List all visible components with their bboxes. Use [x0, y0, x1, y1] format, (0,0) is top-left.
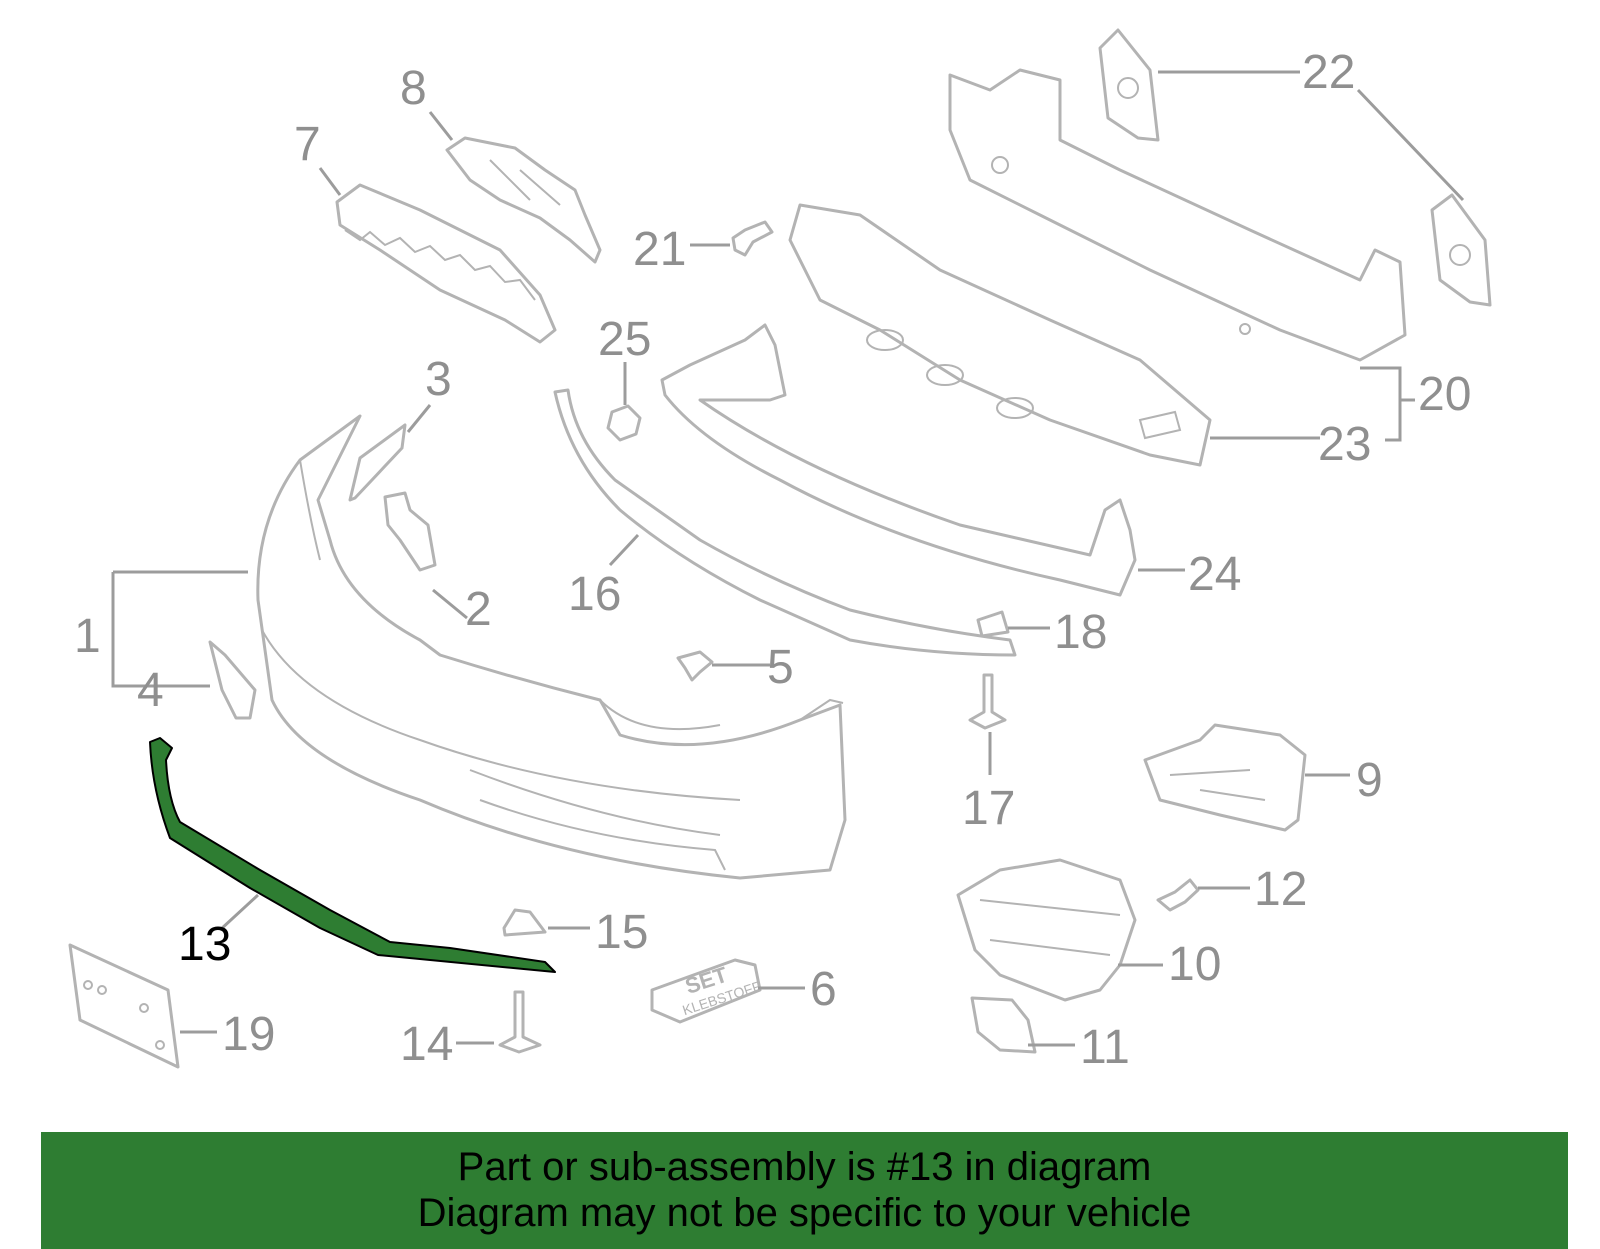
part-20-bumper-beam [948, 68, 1407, 362]
callout-22: 22 [1302, 46, 1355, 99]
part-10-grille-bracket [956, 858, 1137, 1002]
callout-4: 4 [137, 664, 164, 717]
part-9-bezel [1143, 723, 1307, 832]
part-14-pin [498, 990, 542, 1054]
callout-19: 19 [222, 1008, 275, 1061]
callout-15: 15 [595, 906, 648, 959]
part-11-cap [970, 996, 1037, 1054]
callout-11: 11 [1080, 1021, 1130, 1074]
part-3-side-bracket [348, 423, 407, 502]
banner-line-1: Part or sub-assembly is #13 in diagram [457, 1145, 1152, 1189]
callout-3: 3 [425, 353, 452, 406]
callout-23: 23 [1318, 418, 1371, 471]
part-1-bumper-cover [256, 414, 847, 880]
callout-13: 13 [178, 918, 231, 971]
leader-lines [111, 70, 1465, 1047]
part-17-pin [968, 673, 1007, 730]
part-16-upper-trim [553, 388, 1017, 657]
callout-7: 7 [294, 118, 321, 171]
callout-24: 24 [1188, 548, 1241, 601]
callout-20: 20 [1418, 368, 1471, 421]
part-15-clip [502, 908, 547, 937]
part-7-absorber [335, 183, 557, 344]
callout-14: 14 [400, 1018, 453, 1071]
callout-10: 10 [1168, 938, 1221, 991]
callout-labels: 1 2 3 4 5 6 7 8 9 10 11 12 13 14 15 16 1… [74, 46, 1471, 1074]
part-8-bracket [445, 136, 602, 264]
part-19-license-plate-bracket [68, 943, 180, 1069]
callout-9: 9 [1356, 754, 1383, 807]
banner-line-2: Diagram may not be specific to your vehi… [417, 1191, 1192, 1235]
part-5-clip [676, 650, 714, 682]
callout-21: 21 [633, 223, 686, 276]
callout-6: 6 [810, 963, 837, 1016]
part-4-cover [208, 640, 257, 720]
callout-12: 12 [1254, 863, 1307, 916]
part-23-energy-absorber [788, 203, 1212, 467]
callout-18: 18 [1054, 606, 1107, 659]
callout-17: 17 [962, 782, 1015, 835]
callout-1: 1 [74, 610, 101, 663]
callout-25: 25 [598, 313, 651, 366]
part-25-nut [606, 404, 642, 442]
callout-2: 2 [465, 583, 492, 636]
info-banner: Part or sub-assembly is #13 in diagram D… [41, 1132, 1568, 1249]
part-24-reinforcement [660, 323, 1137, 597]
callout-16: 16 [568, 568, 621, 621]
part-21-bolt [731, 220, 774, 257]
part-22-plate-right [1430, 193, 1492, 307]
part-13-lower-trim-highlighted [149, 737, 556, 973]
part-22-plate-top [1098, 28, 1160, 142]
part-2-bracket [383, 491, 437, 572]
part-12-bolt [1156, 878, 1200, 912]
part-6-adhesive-kit: SET KLEBSTOFF [650, 958, 763, 1024]
callout-5: 5 [767, 641, 794, 694]
part-18-clip [976, 610, 1010, 638]
callout-8: 8 [400, 62, 427, 115]
